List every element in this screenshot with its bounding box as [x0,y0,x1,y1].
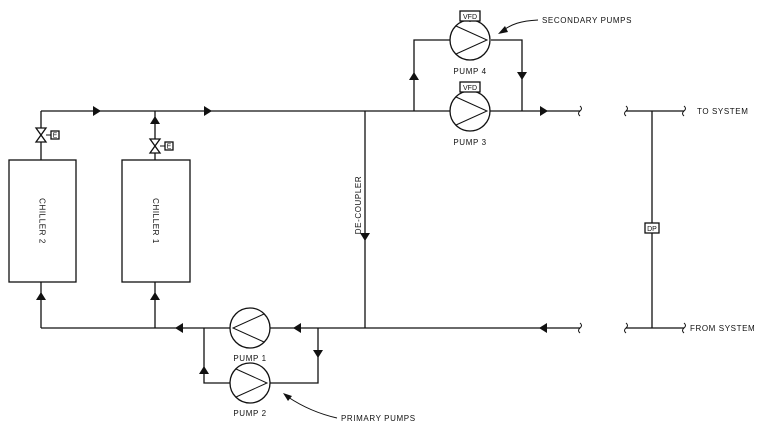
arrow-pump-2-up [199,366,209,374]
valve-chiller-1: E [148,138,174,154]
pump-1: PUMP 1 [229,307,271,363]
valve-chiller-2: E [34,127,60,143]
break-return-right [624,322,628,334]
valve-actuator-icon [50,130,60,140]
pump-4-label: PUMP 4 [453,67,486,76]
leader-arrow [283,393,292,401]
dp-sensor-box [644,222,660,234]
pump-3: VFD PUMP 3 [449,81,491,147]
valve-tag: E [53,133,58,140]
pump-impeller [455,25,489,55]
arrow-chiller-2-inlet [36,292,46,300]
pump-1-label: PUMP 1 [233,354,266,363]
vfd-tag-pump-4 [459,10,481,22]
arrow-return-2 [175,323,183,333]
dp-sensor: DP [644,222,660,234]
supply-header [40,110,580,160]
vfd-tag-pump-3 [459,81,481,93]
arrow-return-3 [539,323,547,333]
butterfly-valve-icon [148,138,162,154]
pipe-break-symbols [578,105,686,334]
pump-4-suction [413,39,450,111]
chiller-1-box [121,159,191,283]
break-supply-left [578,105,582,117]
break-return-left [578,322,582,334]
pump-1-icon [229,307,271,349]
arrow-chiller-1-outlet [150,116,160,124]
pump-3-label: PUMP 3 [453,138,486,147]
pump-impeller [235,368,269,398]
pump-2-discharge [203,328,230,384]
pump-4-discharge [491,39,523,111]
pump-impeller [455,96,489,126]
chiller-2-box [8,159,77,283]
flow-arrows [36,72,548,374]
arrow-de-coupler [360,233,370,241]
chiller-2-label: CHILLER 2 [38,198,47,244]
secondary-pump-loop [413,39,523,111]
vfd-label: VFD [463,14,477,21]
arrow-supply-1 [93,106,101,116]
to-system-label: TO SYSTEM [697,107,748,116]
chiller-1-label: CHILLER 1 [151,198,160,244]
dp-label: DP [647,226,657,233]
arrow-pump-2-down [313,350,323,358]
primary-pumps-label: PRIMARY PUMPS [341,414,416,423]
break-from-system [682,322,686,334]
chiller-2: CHILLER 2 [8,159,77,283]
de-coupler-label: DE-COUPLER [354,176,363,234]
system-connection [626,110,684,329]
arrow-return-1 [293,323,301,333]
secondary-pumps-label: SECONDARY PUMPS [542,16,632,25]
leader-arrow [498,26,508,34]
from-system-label: FROM SYSTEM [690,324,755,333]
arrow-pump-4-up [409,72,419,80]
leader-line [287,396,338,419]
pump-2-icon [229,362,271,404]
butterfly-valve-icon [34,127,48,143]
secondary-pumps-callout: SECONDARY PUMPS [498,16,632,34]
leader-line [501,19,539,32]
pump-2-suction [270,328,319,384]
arrow-chiller-1-inlet [150,292,160,300]
primary-pumps-callout: PRIMARY PUMPS [283,393,416,423]
chiller-1: CHILLER 1 [121,159,191,283]
valve-tag: E [167,144,172,151]
break-supply-right [624,105,628,117]
pump-impeller [231,313,265,343]
primary-pump-loop [203,328,319,384]
arrow-pump-4-down [517,72,527,80]
pump-4: VFD PUMP 4 [449,10,491,76]
return-header [40,282,580,329]
pump-2: PUMP 2 [229,362,271,418]
arrow-supply-3 [540,106,548,116]
pump-2-label: PUMP 2 [233,409,266,418]
vfd-label: VFD [463,85,477,92]
break-to-system [682,105,686,117]
arrow-supply-2 [204,106,212,116]
valve-actuator-icon [164,141,174,151]
